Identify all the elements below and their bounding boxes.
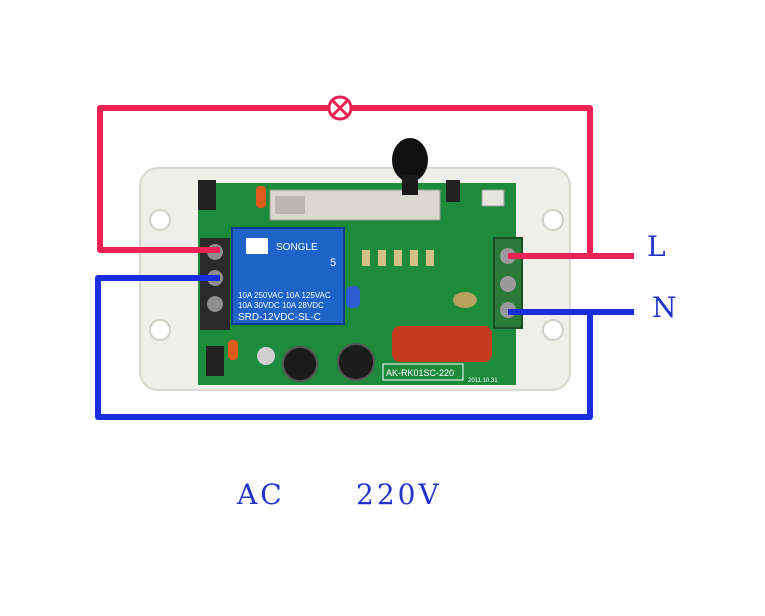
screw-terminal [500, 276, 516, 292]
jumper [446, 180, 460, 202]
mount-hole [542, 209, 564, 231]
relay-rating-line2: 10A 30VDC 10A 28VDC [238, 301, 324, 310]
transistor [198, 180, 216, 210]
board-model: AK-RK01SC-220 [386, 368, 454, 378]
antenna-coil [392, 138, 428, 182]
electrolytic-capacitor [337, 343, 375, 381]
capacitor [256, 186, 266, 208]
screw-terminal [207, 296, 223, 312]
resistor [378, 250, 386, 266]
regulator [206, 346, 224, 376]
lamp-icon [327, 95, 353, 121]
inductor [453, 292, 477, 308]
resistor [410, 250, 418, 266]
capacitor [257, 347, 275, 365]
live-terminal-label: L [647, 230, 666, 263]
crystal [275, 196, 305, 214]
mount-hole [542, 319, 564, 341]
relay-rating-line1: 10A 250VAC 10A 125VAC [238, 291, 331, 300]
resistor-array [362, 250, 434, 266]
resistor [394, 250, 402, 266]
relay-logo [246, 238, 268, 254]
learn-button [481, 189, 505, 207]
relay-model: SRD-12VDC-SL-C [238, 312, 321, 323]
capacitor [228, 340, 238, 360]
supply-voltage-caption: AC 220V [237, 478, 442, 511]
relay-brand: SONGLE [276, 242, 318, 253]
resistor [362, 250, 370, 266]
mount-hole [149, 319, 171, 341]
mount-hole [149, 209, 171, 231]
board-date: 2011.10.31 [468, 378, 498, 384]
antenna-base [402, 175, 418, 195]
film-capacitor [346, 286, 360, 308]
electrolytic-capacitor [282, 346, 318, 382]
x2-capacitor [392, 326, 492, 362]
resistor [426, 250, 434, 266]
neutral-wire [95, 275, 593, 420]
neutral-terminal-label: N [652, 291, 677, 324]
relay-badge: 5 [330, 257, 336, 269]
board-label-box [382, 363, 464, 381]
